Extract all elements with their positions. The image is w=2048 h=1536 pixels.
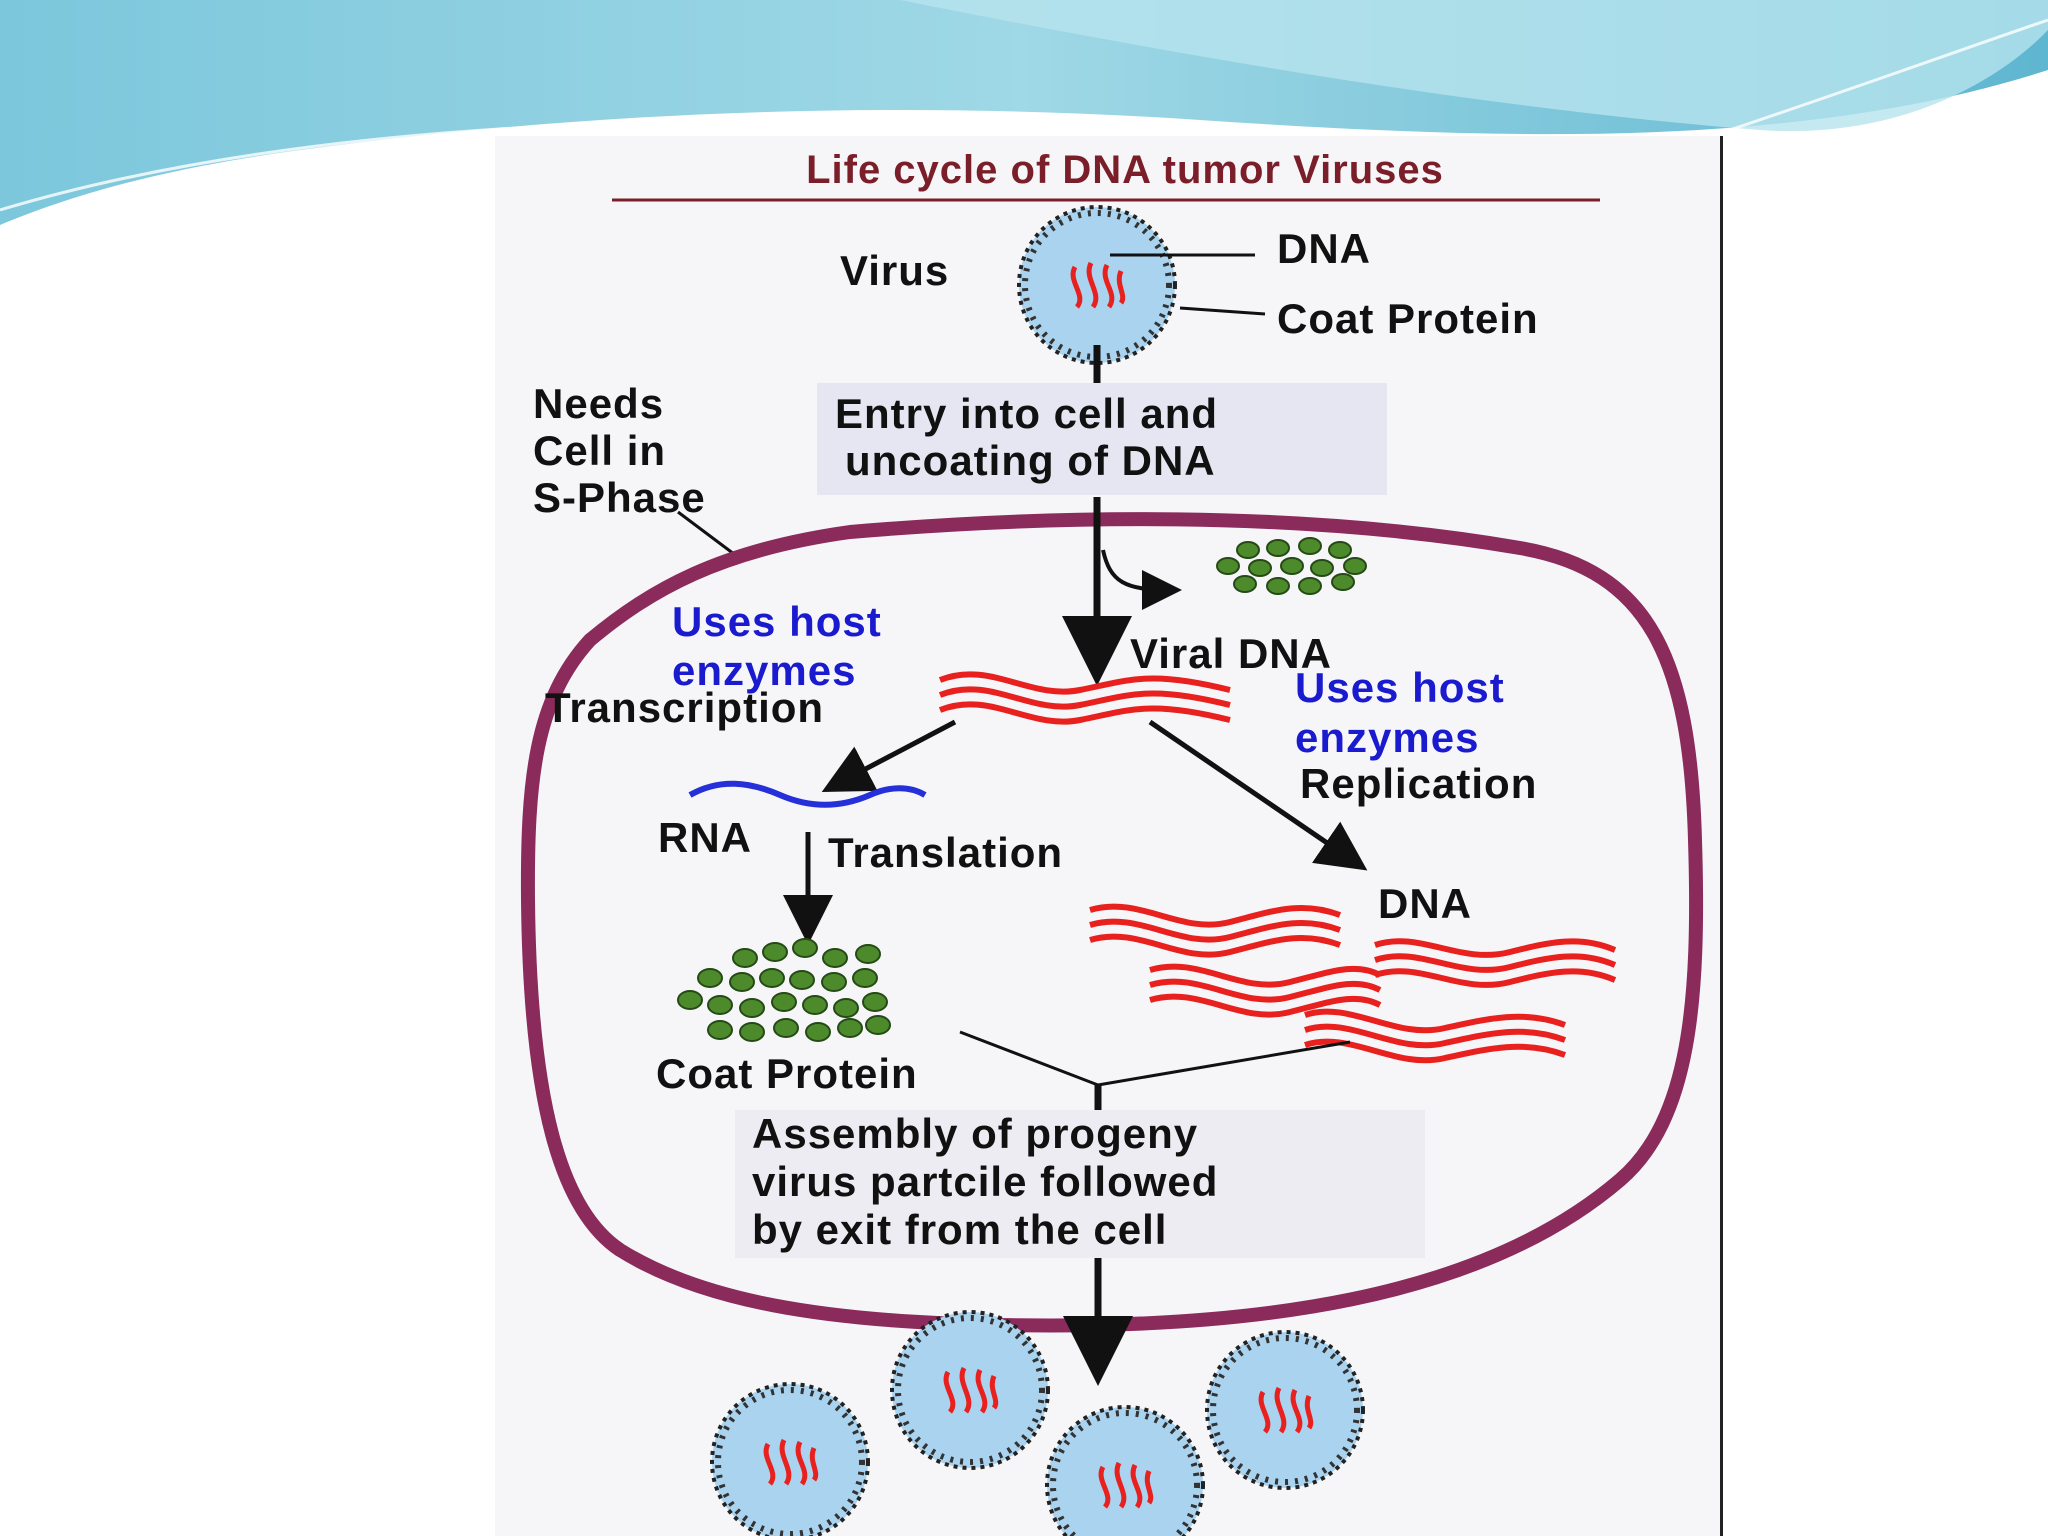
uses-host-left-line1: Uses host [672, 598, 882, 645]
transcription-arrow [821, 719, 957, 792]
viral-dna-strand [938, 671, 1231, 725]
rna-label: RNA [658, 814, 752, 861]
panel-border-line [1720, 136, 1723, 1536]
uses-host-right-line1: Uses host [1295, 664, 1505, 711]
progeny-virus-2 [892, 1312, 1048, 1468]
needs-label-line3: S-Phase [533, 474, 706, 521]
coat-to-assembly-line [959, 1030, 1099, 1087]
coat-protein-label-top: Coat Protein [1277, 295, 1539, 342]
dna-to-assembly-line [1097, 1040, 1351, 1087]
replication-arrow [1148, 719, 1368, 871]
entry-box [817, 383, 1387, 495]
assembly-text-line2: virus partcile followed [752, 1158, 1218, 1205]
diagram-panel [495, 136, 1721, 1536]
progeny-virus-4 [1207, 1332, 1363, 1488]
virus-particle-top [1019, 207, 1175, 363]
diagram-title: Life cycle of DNA tumor Viruses [806, 148, 1444, 192]
coat-protein-cluster [677, 938, 891, 1042]
translation-label: Translation [828, 829, 1063, 876]
virus-label: Virus [840, 247, 949, 294]
released-coat-protein [1216, 537, 1367, 595]
coat-protein-label-mid: Coat Protein [656, 1050, 918, 1097]
rna-strand [688, 780, 927, 808]
coat-pointer-line [1179, 306, 1266, 316]
dna-label-top: DNA [1277, 225, 1371, 272]
entry-text-line1: Entry into cell and [835, 390, 1218, 437]
progeny-virus-1 [712, 1384, 868, 1536]
uses-host-left-line2: enzymes [672, 647, 856, 694]
replicated-dna-strands [1089, 903, 1617, 1064]
cell-membrane [520, 512, 1704, 1333]
entry-text-line2: uncoating of DNA [845, 437, 1216, 484]
needs-label-line1: Needs [533, 380, 664, 427]
dna-label-mid: DNA [1378, 880, 1472, 927]
transcription-label: Transcription [545, 684, 824, 731]
assembly-box [735, 1110, 1425, 1258]
needs-label-line2: Cell in [533, 427, 666, 474]
uses-host-right-line2: enzymes [1295, 714, 1479, 761]
assembly-text-line1: Assembly of progeny [752, 1110, 1198, 1157]
progeny-virus-3 [1047, 1407, 1203, 1536]
replication-label: Replication [1300, 760, 1537, 807]
uncoating-branch-arrow [1101, 549, 1182, 610]
assembly-text-line3: by exit from the cell [752, 1206, 1167, 1253]
viral-dna-label: Viral DNA [1130, 630, 1332, 677]
